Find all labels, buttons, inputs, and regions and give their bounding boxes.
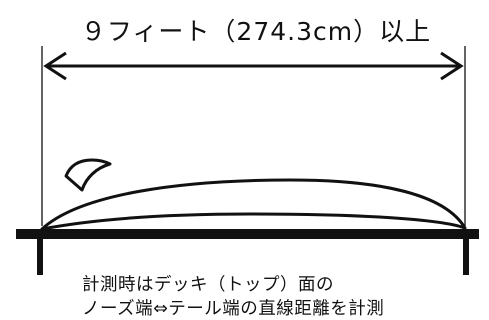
board-outline xyxy=(40,178,467,231)
measurement-note-line1: 計測時はデッキ（トップ）面の xyxy=(82,274,334,295)
diagram-title: ９フィート（274.3cm）以上 xyxy=(81,17,431,46)
surfboard xyxy=(40,158,467,231)
length-arrow xyxy=(43,51,464,81)
measurement-note-line2: ノーズ端⇔テール端の直線距離を計測 xyxy=(82,299,384,319)
left-stand-leg xyxy=(37,239,43,275)
ground-bar xyxy=(16,229,479,239)
right-stand-leg xyxy=(463,239,469,275)
fin-icon xyxy=(64,158,112,192)
